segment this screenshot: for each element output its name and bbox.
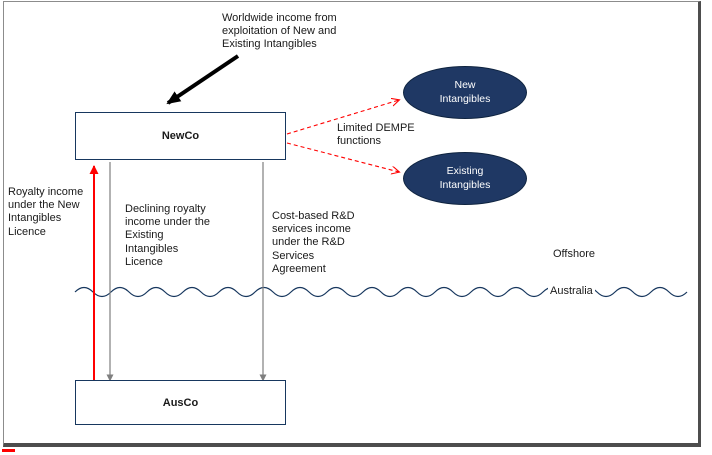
ausco-label: AusCo	[162, 396, 199, 409]
existing-intangibles-label: Existing Intangibles	[439, 165, 491, 191]
australia-label: Australia	[548, 285, 595, 297]
royalty-new-label: Royalty income under the New Intangibles…	[8, 186, 84, 238]
worldwide-income-annotation: Worldwide income from exploitation of Ne…	[222, 12, 337, 51]
new-intangibles-ellipse: New Intangibles	[403, 66, 527, 119]
newco-box: NewCo	[75, 112, 286, 160]
offshore-australia-boundary-wave	[74, 286, 688, 298]
rd-services-label: Cost-based R&D services income under the…	[272, 210, 355, 275]
offshore-label: Offshore	[553, 248, 595, 260]
ausco-box: AusCo	[75, 380, 286, 425]
red-underline-mark	[2, 449, 15, 452]
existing-intangibles-ellipse: Existing Intangibles	[403, 152, 527, 205]
declining-royalty-label: Declining royalty income under the Exist…	[125, 203, 210, 268]
dempe-arrow-existing-intangibles	[286, 142, 399, 172]
dempe-arrow-new-intangibles	[286, 100, 399, 135]
new-intangibles-label: New Intangibles	[439, 79, 491, 105]
newco-label: NewCo	[161, 130, 200, 142]
worldwide-income-arrow	[166, 54, 240, 105]
dempe-functions-label: Limited DEMPE functions	[337, 122, 415, 148]
